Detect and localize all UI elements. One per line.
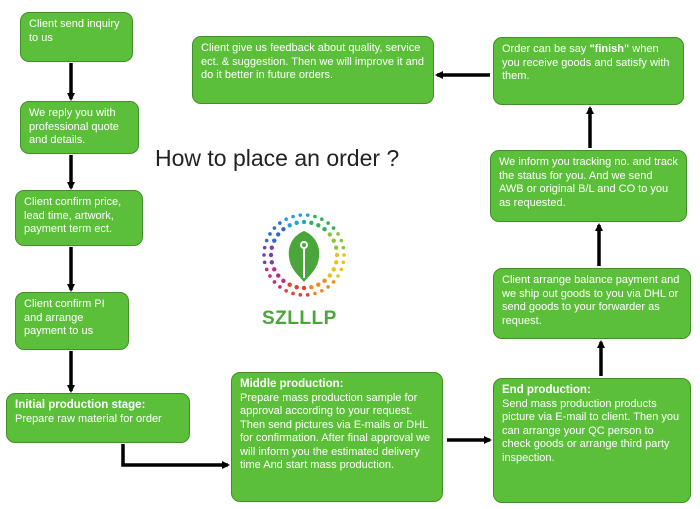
logo-dot bbox=[275, 232, 281, 237]
step-initial-production-title: Initial production stage: bbox=[15, 399, 146, 411]
logo-dot bbox=[269, 260, 275, 265]
logo-dot bbox=[320, 217, 324, 221]
logo-dot bbox=[301, 285, 307, 291]
logo-dot bbox=[326, 221, 330, 225]
step-reply-quote-text: We reply you with professional quote and… bbox=[29, 107, 119, 146]
step-initial-production: Initial production stage: Prepare raw ma… bbox=[6, 393, 190, 443]
logo-dot bbox=[331, 280, 336, 284]
step-middle-production: Middle production: Prepare mass producti… bbox=[231, 372, 443, 502]
step-confirm-price: Client confirm price, lead time, artwork… bbox=[15, 190, 143, 246]
logo-dot bbox=[272, 226, 277, 230]
logo-dot bbox=[272, 238, 277, 243]
logo-dot bbox=[268, 252, 274, 258]
logo-dot bbox=[326, 285, 330, 289]
logo-text: SZLLLP bbox=[262, 308, 337, 329]
logo-dot bbox=[339, 267, 344, 272]
logo-dot bbox=[275, 273, 281, 278]
step-reply-quote: We reply you with professional quote and… bbox=[20, 101, 139, 154]
logo-dot bbox=[269, 245, 275, 250]
logo-dot bbox=[264, 238, 269, 243]
step-end-production-text: Send mass production products picture vi… bbox=[502, 397, 680, 464]
logo-dot bbox=[327, 273, 333, 278]
logo-dot bbox=[305, 213, 310, 217]
logo-dot bbox=[287, 223, 292, 228]
step-confirm-price-text: Client confirm price, lead time, artwork… bbox=[24, 196, 122, 235]
logo-dot bbox=[316, 282, 321, 287]
logo-dot bbox=[272, 280, 277, 284]
logo-dot bbox=[333, 260, 339, 265]
step-middle-production-text: Prepare mass production sample for appro… bbox=[240, 391, 431, 472]
logo-dot bbox=[284, 217, 288, 221]
page-title: How to place an order ? bbox=[155, 145, 400, 171]
step-client-inquiry: Client send inquiry to us bbox=[20, 12, 133, 62]
logo-dot bbox=[336, 274, 340, 278]
logo-dot bbox=[331, 267, 336, 272]
logo-dot bbox=[331, 226, 336, 230]
step-initial-production-text: Prepare raw material for order bbox=[15, 412, 162, 425]
logo-dot bbox=[313, 291, 317, 296]
logo-dot bbox=[301, 219, 307, 225]
logo-dot bbox=[322, 278, 327, 284]
logo-dot bbox=[298, 213, 303, 217]
logo-dot bbox=[262, 245, 267, 250]
step-confirm-pi: Client confirm PI and arrange payment to… bbox=[15, 292, 129, 350]
step-confirm-pi-text: Client confirm PI and arrange payment to… bbox=[24, 298, 105, 337]
logo-dot bbox=[309, 284, 314, 290]
logo-icon bbox=[262, 213, 346, 297]
logo-dot bbox=[268, 232, 272, 236]
logo-dot bbox=[287, 282, 292, 287]
logo-dot bbox=[281, 278, 286, 284]
step-finish-text-before: Order can be say bbox=[502, 43, 590, 55]
logo-dot bbox=[327, 232, 333, 237]
step-finish: Order can be say "finish" when you recei… bbox=[493, 37, 684, 105]
logo-dot bbox=[291, 214, 295, 219]
logo-dot bbox=[333, 245, 339, 250]
logo-dot bbox=[336, 232, 340, 236]
logo-dot bbox=[313, 214, 317, 219]
logo-dot bbox=[262, 253, 266, 257]
logo-dot bbox=[268, 274, 272, 278]
logo-dot bbox=[322, 226, 327, 232]
logo-dot bbox=[272, 267, 277, 272]
step-feedback-text: Client give us feedback about quality, s… bbox=[201, 42, 424, 81]
step-finish-quoted: "finish" bbox=[589, 43, 630, 55]
step-client-inquiry-text: Client send inquiry to us bbox=[29, 18, 120, 44]
logo-dot bbox=[320, 289, 324, 293]
logo-dot bbox=[341, 245, 346, 250]
logo-dot bbox=[264, 267, 269, 272]
step-feedback: Client give us feedback about quality, s… bbox=[192, 36, 434, 104]
step-finish-text-after: when you receive goods and satisfy with … bbox=[502, 43, 670, 82]
logo-dot bbox=[309, 220, 314, 226]
step-end-production-title: End production: bbox=[502, 384, 591, 396]
step-tracking-text: We inform you tracking no. and track the… bbox=[499, 156, 678, 209]
logo-dot bbox=[331, 238, 336, 243]
logo-dot bbox=[284, 289, 288, 293]
logo-dot bbox=[298, 293, 303, 297]
logo-dot bbox=[294, 220, 299, 226]
step-middle-production-title: Middle production: bbox=[240, 378, 344, 390]
logo-dot bbox=[291, 291, 295, 296]
step-tracking: We inform you tracking no. and track the… bbox=[490, 150, 687, 222]
logo-dot bbox=[278, 285, 282, 289]
logo-dot bbox=[262, 260, 267, 265]
logo-dot bbox=[316, 223, 321, 228]
logo-dot bbox=[339, 238, 344, 243]
step-balance-payment-text: Client arrange balance payment and we sh… bbox=[502, 274, 680, 327]
step-balance-payment: Client arrange balance payment and we sh… bbox=[493, 268, 691, 339]
logo-dot bbox=[281, 226, 286, 232]
logo-dot bbox=[334, 252, 340, 258]
logo-dot bbox=[294, 284, 299, 290]
logo-dot bbox=[278, 221, 282, 225]
logo-dot bbox=[342, 253, 346, 257]
logo-dot bbox=[305, 293, 310, 297]
step-end-production: End production: Send mass production pro… bbox=[493, 378, 691, 503]
arrow-initial-to-middle bbox=[121, 444, 230, 469]
logo-dot bbox=[341, 260, 346, 265]
